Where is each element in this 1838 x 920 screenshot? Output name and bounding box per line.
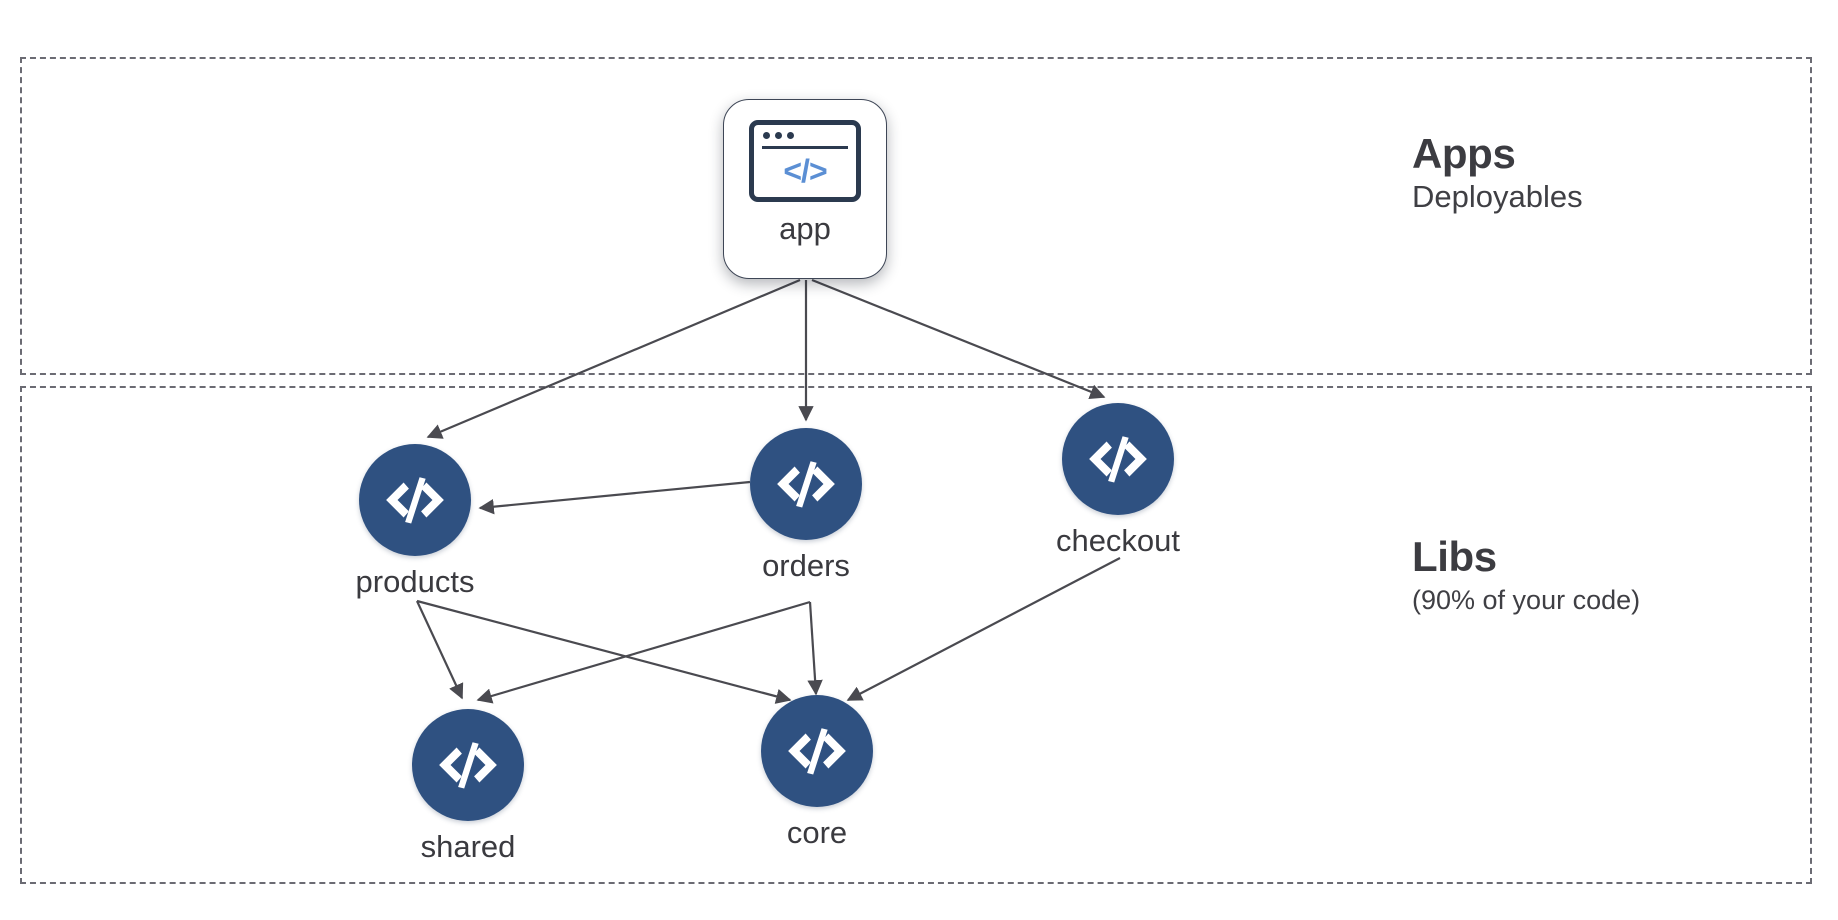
code-icon xyxy=(386,477,444,524)
app-node-label: app xyxy=(779,211,831,246)
browser-rule-divider xyxy=(762,146,848,149)
code-icon xyxy=(1089,436,1147,483)
zone-apps xyxy=(20,57,1812,375)
lib-label-checkout: checkout xyxy=(1055,523,1181,558)
zone-caption-libs: Libs (90% of your code) xyxy=(1412,533,1640,615)
code-icon xyxy=(777,461,835,508)
lib-label-core: core xyxy=(786,815,848,850)
zone-apps-title: Apps xyxy=(1412,130,1516,177)
lib-circle-shared[interactable] xyxy=(412,709,524,821)
browser-dots-icon xyxy=(763,132,794,139)
browser-code-icon: </> xyxy=(749,120,861,202)
zone-caption-apps: Apps Deployables xyxy=(1412,130,1583,215)
zone-apps-subtitle: Deployables xyxy=(1412,179,1583,215)
lib-circle-orders[interactable] xyxy=(750,428,862,540)
zone-libs-title: Libs xyxy=(1412,533,1497,580)
lib-circle-core[interactable] xyxy=(761,695,873,807)
zone-libs-subtitle: (90% of your code) xyxy=(1412,585,1641,616)
lib-circle-checkout[interactable] xyxy=(1062,403,1174,515)
code-icon xyxy=(439,742,497,789)
zone-libs xyxy=(20,386,1812,884)
lib-label-shared: shared xyxy=(420,829,516,864)
app-node-app[interactable]: </> app xyxy=(723,99,887,279)
code-glyph: </> xyxy=(783,153,827,189)
code-icon xyxy=(788,728,846,775)
lib-label-orders: orders xyxy=(762,548,850,583)
lib-circle-products[interactable] xyxy=(359,444,471,556)
lib-label-products: products xyxy=(355,564,475,599)
